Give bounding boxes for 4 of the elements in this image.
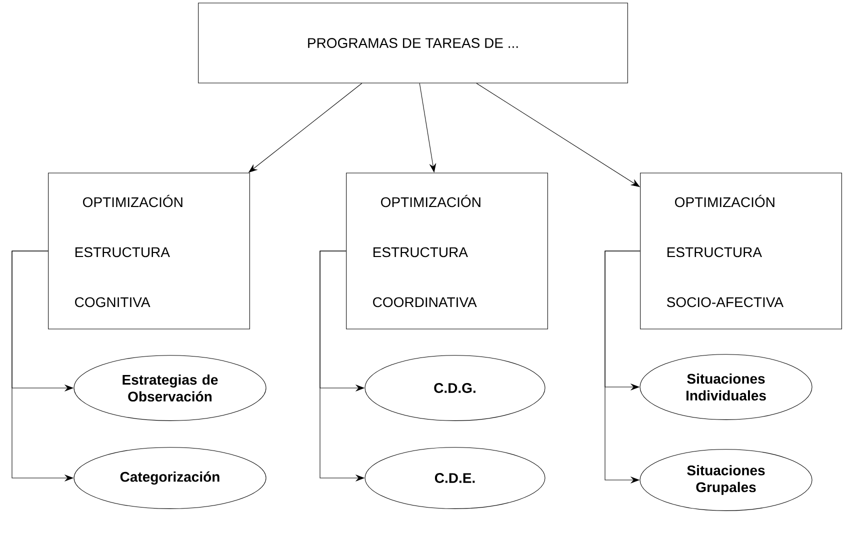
title-box: PROGRAMAS DE TAREAS DE ... bbox=[198, 2, 628, 84]
category-box: OPTIMIZACIÓN ESTRUCTURA SOCIO-AFECTIVA bbox=[640, 172, 842, 330]
category-box: OPTIMIZACIÓN ESTRUCTURA COGNITIVA bbox=[48, 172, 250, 330]
category-box: OPTIMIZACIÓN ESTRUCTURA COORDINATIVA bbox=[346, 172, 548, 330]
